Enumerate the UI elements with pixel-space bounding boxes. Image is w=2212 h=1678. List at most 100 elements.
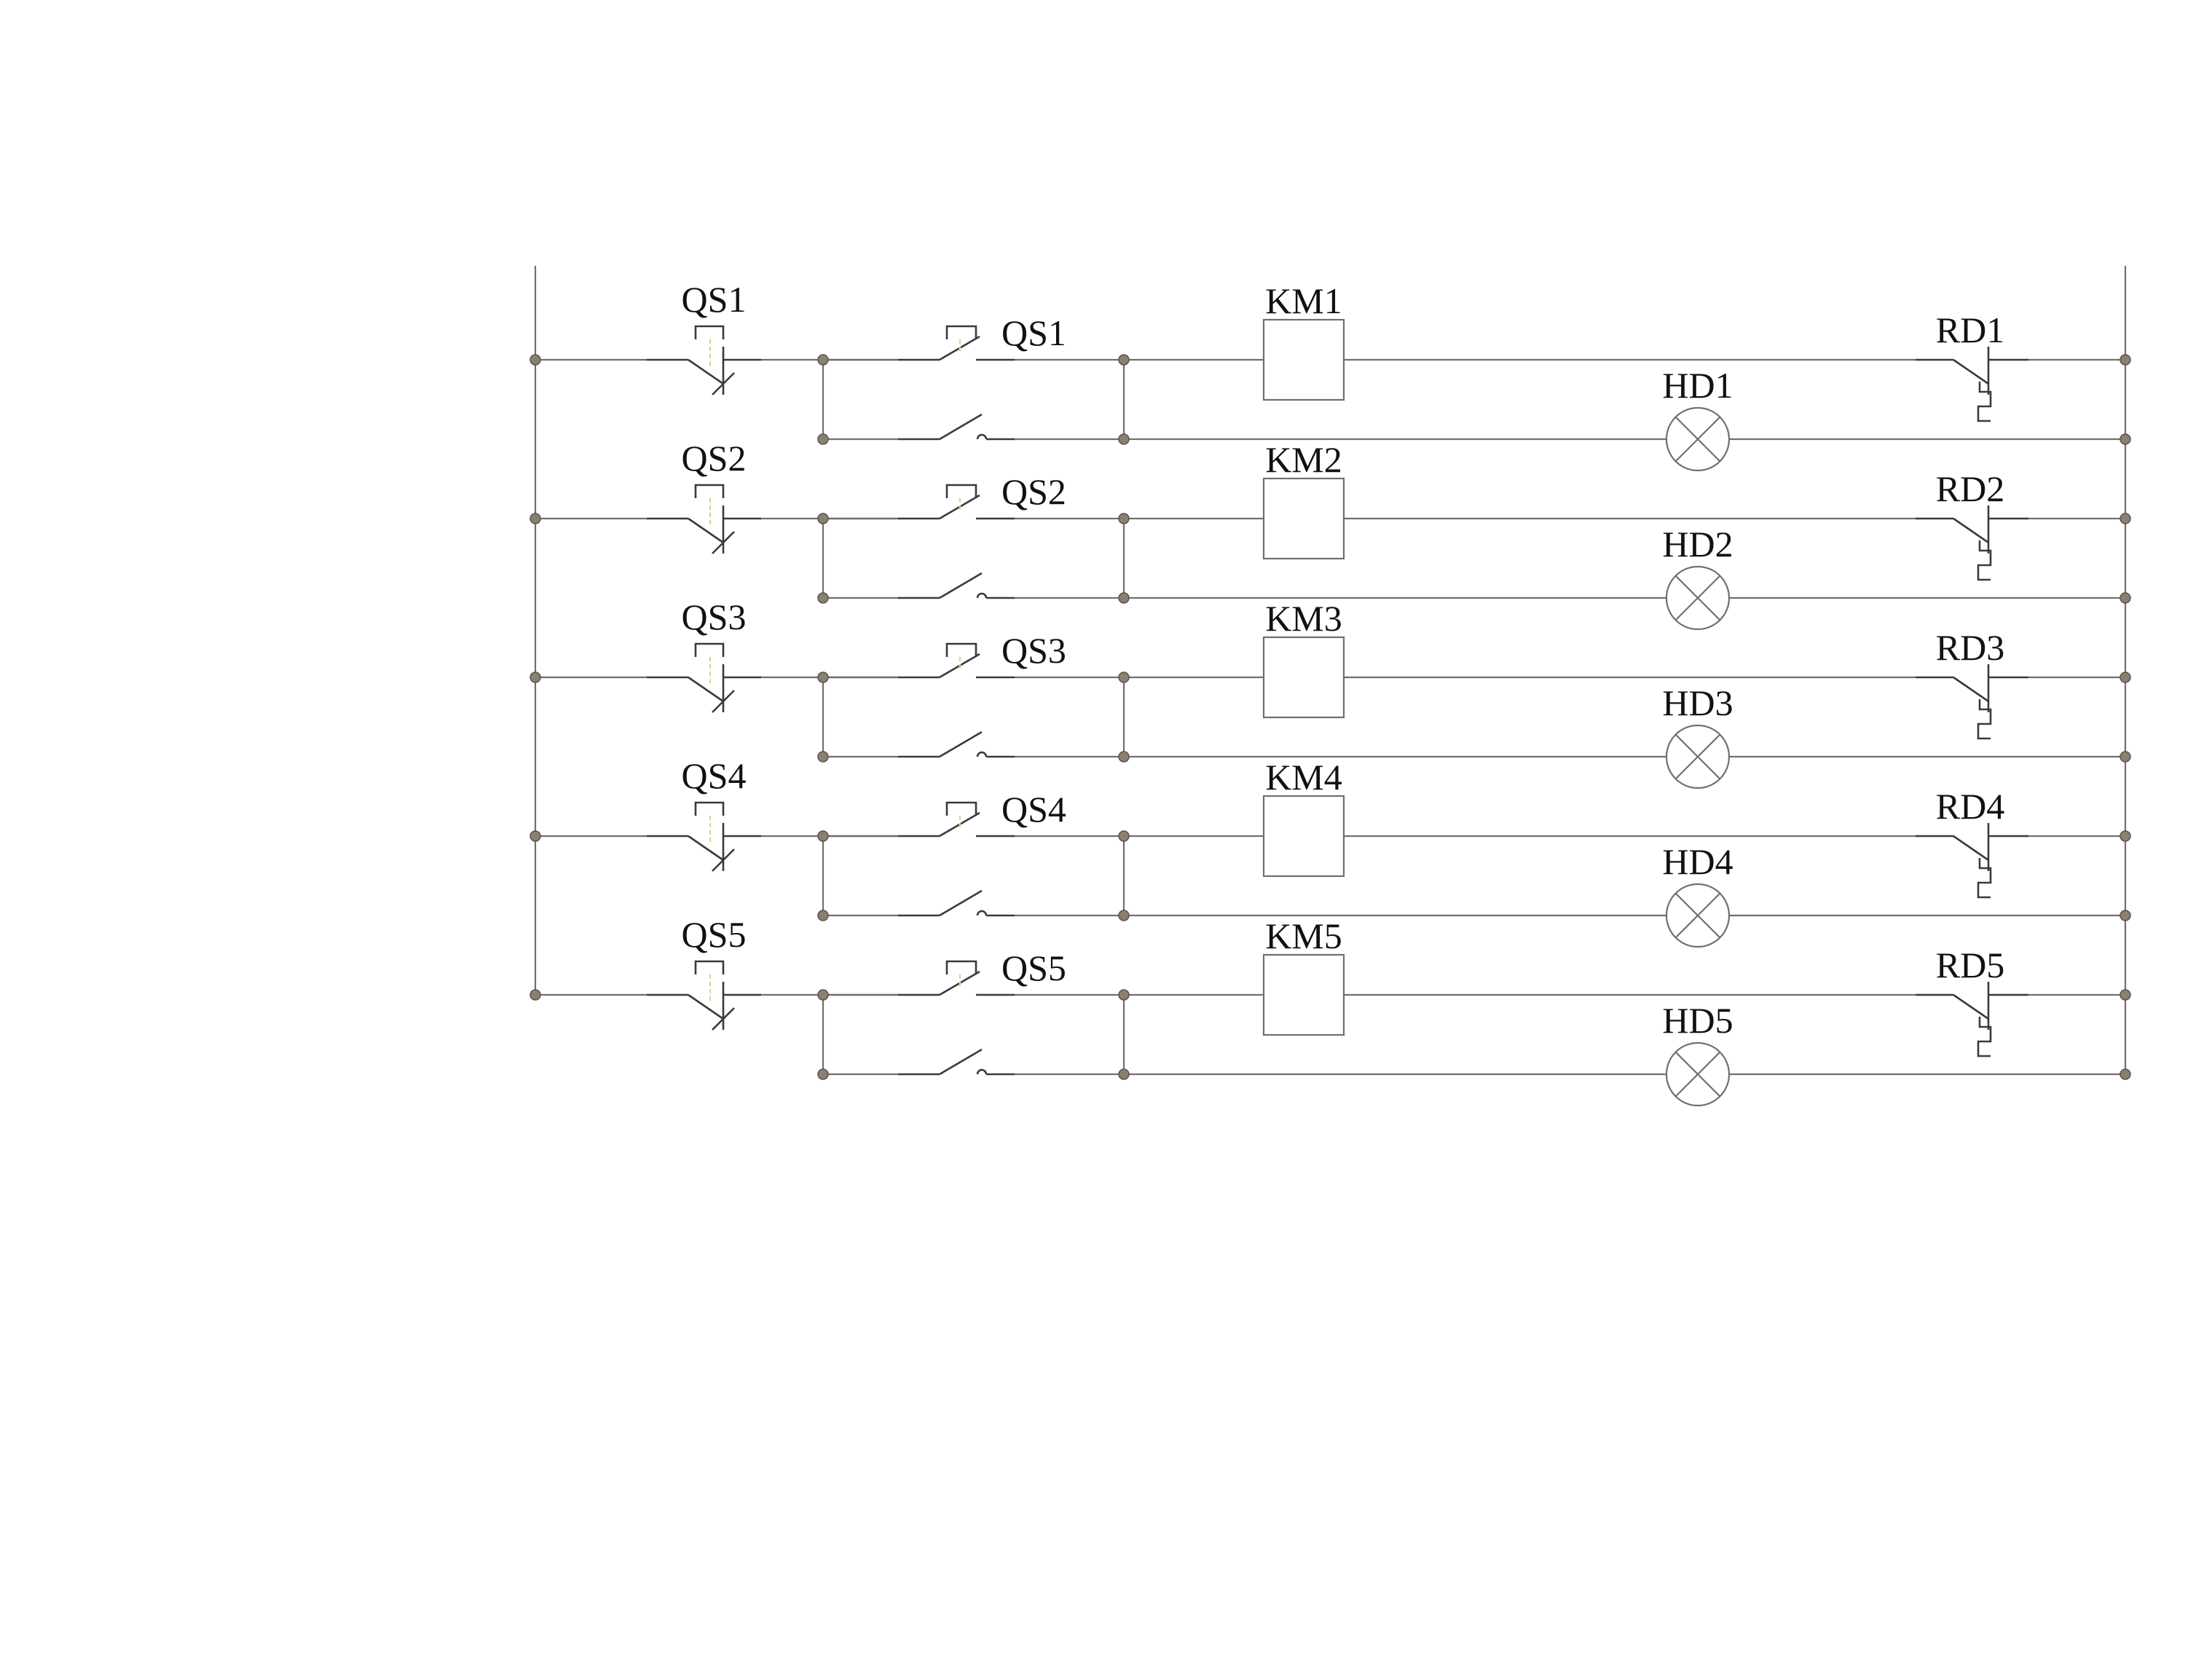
overload-label: RD1	[1936, 310, 2004, 350]
circuit-rows: QS1QS1KM1HD1RD1QS2QS2KM2HD2RD2QS3QS3KM3H…	[530, 279, 2131, 1107]
start-button-label: QS2	[1001, 471, 1066, 512]
overload-label: RD5	[1936, 945, 2004, 985]
push-head	[945, 960, 977, 974]
push-head	[694, 642, 725, 657]
coil-label: KM5	[1265, 915, 1342, 956]
junction-dot	[1118, 513, 1130, 524]
indicator-lamp-5: HD5	[1662, 1000, 1733, 1107]
junction-dot	[817, 354, 829, 366]
lamp-cross	[1675, 575, 1720, 621]
contact-blade	[688, 358, 724, 385]
start-button-3: QS3	[898, 630, 1066, 679]
junction-dot	[817, 910, 829, 921]
holding-contact-2	[898, 572, 1015, 599]
contactor-coil-1: KM1	[1262, 280, 1345, 401]
junction-dot	[817, 433, 829, 445]
junction-dot	[2119, 592, 2131, 604]
overload-relay-4: RD4	[1916, 786, 2028, 899]
push-head	[694, 801, 725, 816]
contact-stop	[712, 690, 735, 713]
lamp-label: HD3	[1662, 682, 1733, 723]
coil-box	[1262, 477, 1345, 560]
push-head	[945, 325, 977, 339]
junction-dot	[1118, 830, 1130, 842]
stop-button-3: QS3	[647, 596, 761, 713]
overload-label: RD2	[1936, 468, 2004, 509]
junction-dot	[1118, 1068, 1130, 1080]
junction-dot	[530, 671, 541, 683]
junction-dot	[530, 830, 541, 842]
junction-dot	[2119, 751, 2131, 763]
lamp-cross	[1675, 417, 1720, 462]
indicator-lamp-2: HD2	[1662, 524, 1733, 631]
contactor-coil-3: KM3	[1262, 598, 1345, 719]
stop-button-label: QS5	[682, 914, 747, 955]
junction-dot	[1118, 910, 1130, 921]
contact-stop	[712, 1007, 735, 1031]
indicator-lamp-3: HD3	[1662, 682, 1733, 789]
contact-blade	[1953, 517, 1989, 544]
junction-dot	[817, 751, 829, 763]
lamp-label: HD5	[1662, 1000, 1733, 1041]
push-head	[945, 642, 977, 657]
thermal-element	[1977, 1017, 1992, 1057]
junction-dot	[817, 830, 829, 842]
holding-contact-1	[898, 413, 1015, 441]
indicator-lamp-4: HD4	[1662, 841, 1733, 948]
contact-hook	[976, 433, 988, 440]
push-head	[945, 484, 977, 498]
thermal-element	[1977, 540, 1992, 581]
junction-dot	[530, 989, 541, 1001]
contact-blade	[1953, 358, 1989, 385]
push-head	[694, 484, 725, 498]
contact-hook	[976, 910, 988, 916]
start-button-label: QS1	[1001, 312, 1066, 353]
contactor-coil-5: KM5	[1262, 915, 1345, 1036]
stop-button-label: QS2	[682, 438, 747, 478]
contact-hook	[976, 1068, 988, 1075]
junction-dot	[2119, 513, 2131, 524]
contact-blade	[1953, 676, 1989, 703]
junction-dot	[817, 1068, 829, 1080]
junction-dot	[817, 513, 829, 524]
stop-button-5: QS5	[647, 914, 761, 1031]
overload-label: RD3	[1936, 627, 2004, 668]
start-button-2: QS2	[898, 471, 1066, 520]
overload-relay-3: RD3	[1916, 627, 2028, 740]
contact-blade	[688, 517, 724, 544]
stop-button-label: QS1	[682, 279, 747, 320]
junction-dot	[1118, 433, 1130, 445]
contact-blade	[688, 835, 724, 862]
junction-dot	[2119, 354, 2131, 366]
coil-label: KM2	[1265, 439, 1342, 480]
coil-label: KM4	[1265, 757, 1342, 797]
lamp-cross	[1675, 893, 1720, 938]
junction-dot	[817, 989, 829, 1001]
contact-hook	[976, 751, 988, 757]
start-button-5: QS5	[898, 948, 1066, 996]
holding-contact-5	[898, 1048, 1015, 1076]
coil-box	[1262, 636, 1345, 719]
push-head	[694, 960, 725, 974]
lamp-cross	[1675, 1052, 1720, 1097]
contact-blade	[688, 993, 724, 1020]
holding-contact-3	[898, 730, 1015, 758]
coil-box	[1262, 795, 1345, 878]
contact-blade	[939, 889, 983, 917]
junction-dot	[1118, 671, 1130, 683]
start-button-1: QS1	[898, 312, 1066, 361]
stop-button-label: QS4	[682, 755, 747, 796]
coil-label: KM3	[1265, 598, 1342, 639]
start-button-label: QS5	[1001, 948, 1066, 988]
contact-hook	[976, 592, 988, 599]
junction-dot	[2119, 1068, 2131, 1080]
junction-dot	[1118, 592, 1130, 604]
overload-label: RD4	[1936, 786, 2004, 827]
thermal-element	[1977, 382, 1992, 422]
